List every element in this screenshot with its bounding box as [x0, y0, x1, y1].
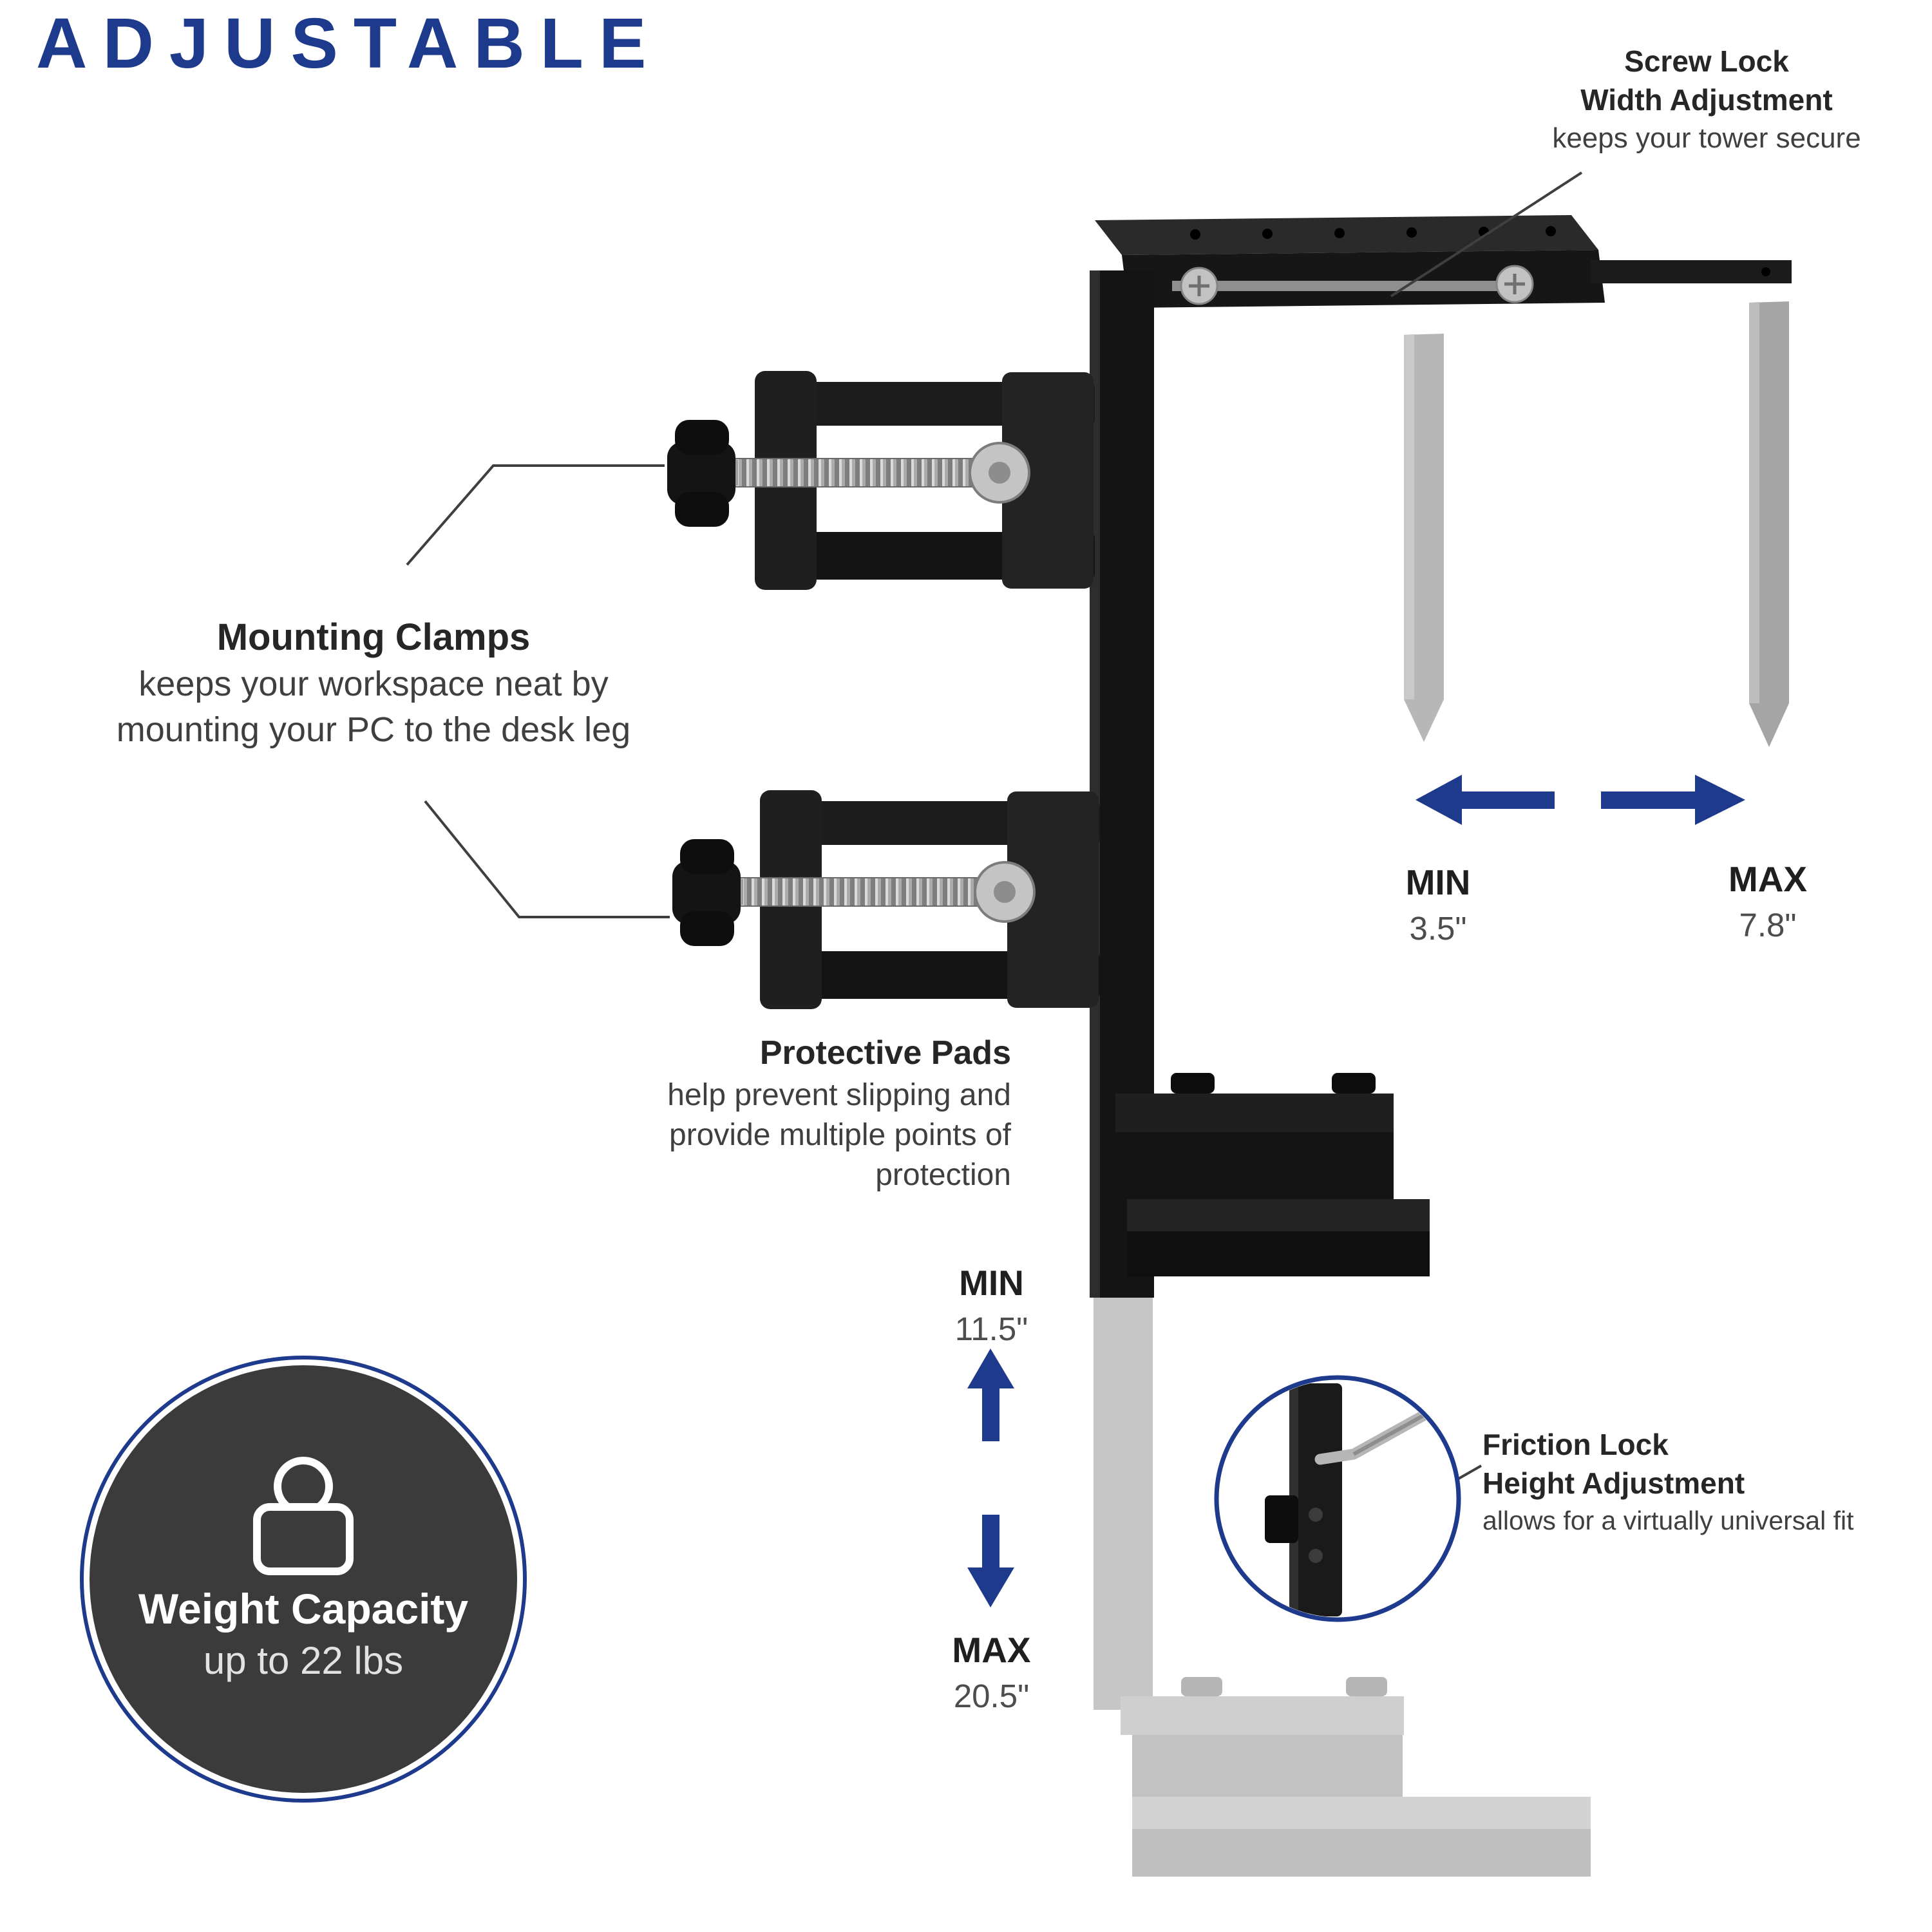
friction-lock-heading-line1: Friction Lock: [1482, 1428, 1669, 1461]
annotation-screw-lock: Screw Lock Width Adjustment keeps your t…: [1481, 43, 1932, 156]
annotation-mounting-clamps: Mounting Clamps keeps your workspace nea…: [39, 613, 708, 752]
weight-icon: [253, 1456, 354, 1575]
protective-pad: [1332, 1073, 1376, 1094]
height-min-label: MIN: [959, 1263, 1024, 1303]
annotation-protective-pads: Protective Pads help prevent slipping an…: [431, 1032, 1011, 1196]
width-adjust-rail: [1172, 281, 1523, 291]
height-min-value: 11.5": [954, 1311, 1028, 1347]
ghost-width-arms: [1404, 301, 1789, 747]
height-max-arrow: [967, 1515, 1014, 1607]
friction-lock-body: allows for a virtually universal fit: [1482, 1505, 1854, 1535]
mounting-clamps-body-line2: mounting your PC to the desk leg: [116, 710, 631, 749]
leader-upper-clamp: [406, 464, 665, 566]
width-max-measurement: MAX 7.8": [1690, 858, 1845, 944]
width-min-arrow: [1416, 775, 1555, 825]
page-title: ADJUSTABLE: [36, 4, 662, 83]
width-min-measurement: MIN 3.5": [1364, 862, 1512, 947]
width-max-value: 7.8": [1739, 907, 1797, 943]
ghost-height-assembly: [1094, 1298, 1591, 1877]
screw-lock-heading-line1: Screw Lock: [1624, 44, 1789, 78]
top-bracket: [1095, 215, 1792, 308]
screw-lock-body: keeps your tower secure: [1552, 122, 1861, 154]
lower-mounting-clamp: [671, 789, 1101, 1010]
measurement-arrows: [967, 775, 1745, 1607]
protective-pads-body-line3: protection: [875, 1158, 1011, 1193]
leader-lower-clamp: [424, 800, 670, 918]
weight-badge-ring: [80, 1356, 527, 1803]
protective-pads-body-line2: provide multiple points of: [669, 1117, 1011, 1152]
weight-capacity-heading: Weight Capacity: [138, 1584, 469, 1633]
height-max-label: MAX: [952, 1630, 1031, 1670]
pc-shelf: [1115, 1073, 1430, 1276]
annotation-friction-lock: Friction Lock Height Adjustment allows f…: [1482, 1426, 1927, 1539]
weight-capacity-badge: Weight Capacity up to 22 lbs: [90, 1365, 517, 1793]
protective-pads-body-line1: help prevent slipping and: [667, 1077, 1011, 1112]
mounting-clamps-heading: Mounting Clamps: [216, 616, 531, 658]
height-min-arrow: [967, 1349, 1014, 1441]
height-max-value: 20.5": [953, 1678, 1030, 1714]
width-min-value: 3.5": [1409, 910, 1467, 947]
friction-lock-callout: [1214, 1375, 1461, 1622]
width-max-label: MAX: [1728, 859, 1808, 899]
screw-lock-heading-line2: Width Adjustment: [1580, 82, 1833, 117]
protective-pads-heading: Protective Pads: [759, 1034, 1011, 1072]
friction-lock-heading-line2: Height Adjustment: [1482, 1466, 1745, 1500]
height-min-measurement: MIN 11.5": [909, 1262, 1074, 1348]
width-min-label: MIN: [1405, 862, 1471, 902]
upper-mounting-clamp: [666, 370, 1096, 591]
mounting-clamps-body-line1: keeps your workspace neat by: [138, 665, 609, 704]
width-max-arrow: [1601, 775, 1745, 825]
weight-capacity-value: up to 22 lbs: [203, 1638, 404, 1682]
protective-pad: [1171, 1073, 1215, 1094]
leader-screw-lock: [1390, 171, 1583, 298]
height-max-measurement: MAX 20.5": [909, 1629, 1074, 1715]
